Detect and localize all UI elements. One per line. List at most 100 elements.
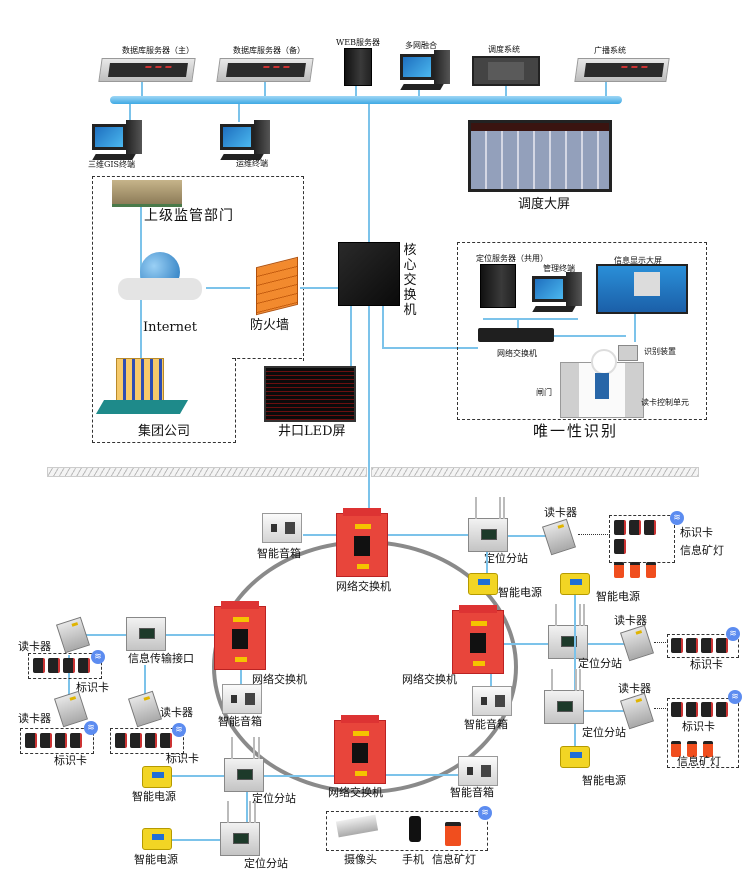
link-dotted: [654, 642, 668, 643]
info-lamp-icon: [445, 822, 461, 846]
positioning-substation-bl1-label: 定位分站: [252, 792, 296, 805]
web-server-label: WEB服务器: [336, 38, 380, 47]
wifi-icon: ≋: [728, 690, 742, 704]
network-switch-left-label: 网络交换机: [252, 673, 307, 686]
wifi-icon: ≋: [478, 806, 492, 820]
ops-terminal-label: 运维终端: [236, 159, 268, 168]
card-reader-l3-icon: [128, 690, 162, 728]
db-server-primary-label: 数据库服务器（主）: [122, 46, 194, 55]
smart-speaker-right-icon: [472, 686, 512, 716]
card-reader-l3-label: 读卡器: [160, 706, 193, 719]
link: [386, 774, 458, 776]
link: [246, 792, 248, 822]
card-reader-control-label: 读卡控制单元: [641, 398, 689, 407]
link: [574, 600, 576, 720]
db-server-backup-label: 数据库服务器（备）: [233, 46, 305, 55]
link: [584, 710, 624, 712]
backbone-bus: [110, 96, 622, 104]
link: [68, 655, 70, 695]
positioning-server-icon: [480, 264, 516, 308]
internet-label: Internet: [143, 320, 197, 335]
card-reader-r2-label: 读卡器: [618, 682, 651, 695]
link: [517, 318, 519, 328]
info-display-screen-icon: [596, 264, 688, 314]
dispatch-screen-icon: [468, 120, 612, 192]
gate-label: 闸门: [536, 388, 552, 397]
link: [240, 670, 242, 684]
info-lamp-group: [614, 562, 670, 582]
link: [418, 85, 420, 96]
web-server-icon: [344, 48, 372, 86]
link: [490, 674, 492, 686]
link: [303, 534, 336, 536]
link: [264, 775, 336, 777]
id-card-group: [614, 520, 670, 558]
network-switch-bottom-label: 网络交换机: [328, 786, 383, 799]
unique-id-box: [457, 242, 707, 420]
multi-network-label: 多网融合: [405, 41, 437, 50]
network-switch-right-label: 网络交换机: [402, 673, 457, 686]
info-interface-label: 信息传输接口: [128, 652, 194, 665]
multi-network-pc-icon: [400, 50, 452, 92]
smart-power-tr2-label: 智能电源: [596, 590, 640, 603]
smart-speaker-left-label: 智能音箱: [218, 715, 262, 728]
network-switch-top-icon: [336, 508, 388, 577]
network-switch-bottom-icon: [334, 715, 386, 784]
smart-power-bl1-icon: [142, 766, 172, 788]
link: [238, 104, 240, 122]
link: [368, 104, 370, 244]
link: [141, 78, 143, 96]
smart-power-tr1-icon: [468, 573, 498, 595]
supervisor-dept-label: 上级监管部门: [144, 208, 234, 224]
positioning-substation-bl2-label: 定位分站: [244, 857, 288, 870]
positioning-substation-r1-label: 定位分站: [578, 657, 622, 670]
smart-power-tr1-label: 智能电源: [498, 586, 542, 599]
management-terminal-label: 管理终端: [543, 264, 575, 273]
link: [86, 634, 126, 636]
smart-speaker-right-label: 智能音箱: [464, 718, 508, 731]
link: [508, 535, 546, 537]
smart-power-r-label: 智能电源: [582, 774, 626, 787]
positioning-substation-r1-icon: [548, 604, 588, 659]
link: [355, 85, 357, 96]
link: [483, 318, 578, 320]
broadcast-server-icon: [574, 58, 670, 82]
card-reader-l2-icon: [54, 690, 88, 728]
card-reader-r1-label: 读卡器: [614, 614, 647, 627]
smart-power-bl2-label: 智能电源: [134, 853, 178, 866]
card-reader-tr-label: 读卡器: [544, 506, 577, 519]
smart-speaker-top-label: 智能音箱: [257, 547, 301, 560]
dispatch-screen-label: 调度大屏: [518, 197, 571, 212]
unique-id-title: 唯一性识别: [533, 422, 619, 440]
network-switch-right-icon: [452, 605, 504, 674]
wifi-icon: ≋: [91, 650, 105, 664]
link-dotted: [578, 534, 610, 535]
link: [634, 314, 636, 342]
wifi-icon: ≋: [726, 627, 740, 641]
link: [554, 335, 626, 337]
info-interface-icon: [126, 617, 166, 651]
id-card-l3-label: 标识卡: [166, 752, 199, 765]
positioning-substation-r2-label: 定位分站: [582, 726, 626, 739]
link-dotted: [654, 708, 668, 709]
broadcast-system-label: 广播系统: [594, 46, 626, 55]
positioning-substation-tr-icon: [468, 497, 508, 552]
core-switch-label: 核心交换机: [403, 243, 417, 318]
dispatch-console-icon: [472, 56, 540, 86]
firewall-label: 防火墙: [250, 318, 290, 333]
external-network-box-lower: [92, 358, 236, 443]
positioning-server-label: 定位服务器（共用）: [476, 254, 548, 263]
network-switch-label: 网络交换机: [497, 349, 537, 358]
smart-speaker-left-icon: [222, 684, 262, 714]
link: [382, 306, 384, 348]
smart-power-bl1-label: 智能电源: [132, 790, 176, 803]
id-card-l2-label: 标识卡: [54, 754, 87, 767]
db-server-primary-icon: [98, 58, 196, 82]
card-reader-tr-icon: [542, 518, 576, 556]
card-reader-l2-label: 读卡器: [18, 712, 51, 725]
positioning-substation-bl1-icon: [224, 737, 264, 792]
link: [129, 104, 131, 122]
smart-power-bl2-icon: [142, 828, 172, 850]
ground-surface-left: [47, 467, 367, 477]
link: [574, 724, 576, 746]
